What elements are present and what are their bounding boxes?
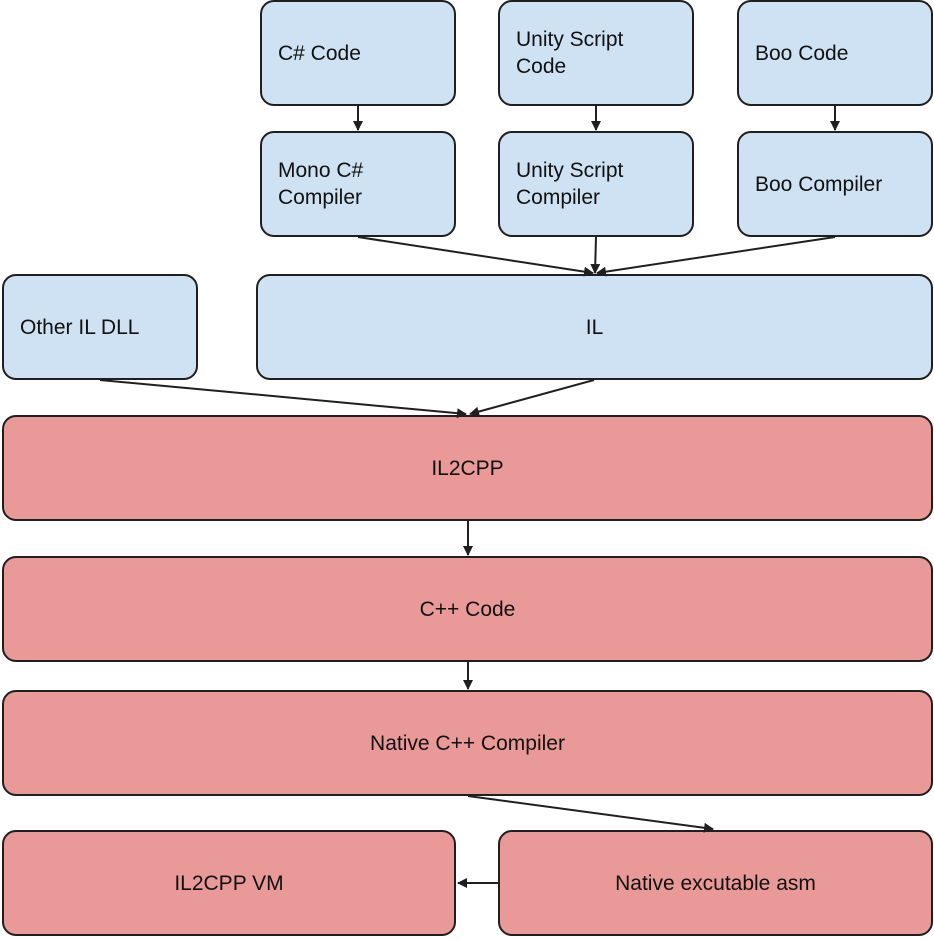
node-label: IL2CPP VM xyxy=(174,871,284,895)
node-label: Native C++ Compiler xyxy=(370,731,565,755)
node-il: IL xyxy=(256,274,933,380)
node-label: Boo Compiler xyxy=(755,172,883,196)
node-label: Native excutable asm xyxy=(615,871,816,895)
node-unity-script-compiler: Unity Script Compiler xyxy=(498,131,694,237)
arrow-unityscript-compiler-to-il xyxy=(590,236,601,274)
node-label: Other IL DLL xyxy=(20,315,140,339)
node-boo-compiler: Boo Compiler xyxy=(737,131,933,237)
node-label: IL2CPP xyxy=(431,456,504,480)
node-label: Unity Script Compiler xyxy=(516,159,624,209)
arrow-boo-compiler-to-il xyxy=(596,236,836,277)
arrow-il-to-il2cpp xyxy=(469,379,595,417)
node-other-il-dll: Other IL DLL xyxy=(2,274,198,380)
node-label: Mono C# Compiler xyxy=(278,159,364,209)
node-il2cpp: IL2CPP xyxy=(2,415,933,521)
node-mono-compiler: Mono C# Compiler xyxy=(260,131,456,237)
node-native-executable: Native excutable asm xyxy=(498,830,933,936)
node-csharp-code: C# Code xyxy=(260,0,456,106)
node-label: Boo Code xyxy=(755,41,849,65)
node-label: IL xyxy=(585,315,604,339)
node-boo-code: Boo Code xyxy=(737,0,933,106)
node-il2cpp-vm: IL2CPP VM xyxy=(2,830,456,936)
node-unity-script-code: Unity Script Code xyxy=(498,0,694,106)
arrow-other-il-dll-to-il2cpp xyxy=(99,379,467,419)
node-cpp-code: C++ Code xyxy=(2,556,933,662)
arrow-native-compiler-to-executable xyxy=(467,795,714,833)
node-label: C++ Code xyxy=(419,597,516,621)
node-label: Unity Script Code xyxy=(516,28,624,78)
node-native-compiler: Native C++ Compiler xyxy=(2,690,933,796)
arrow-mono-to-il xyxy=(357,236,594,277)
node-label: C# Code xyxy=(278,41,361,65)
